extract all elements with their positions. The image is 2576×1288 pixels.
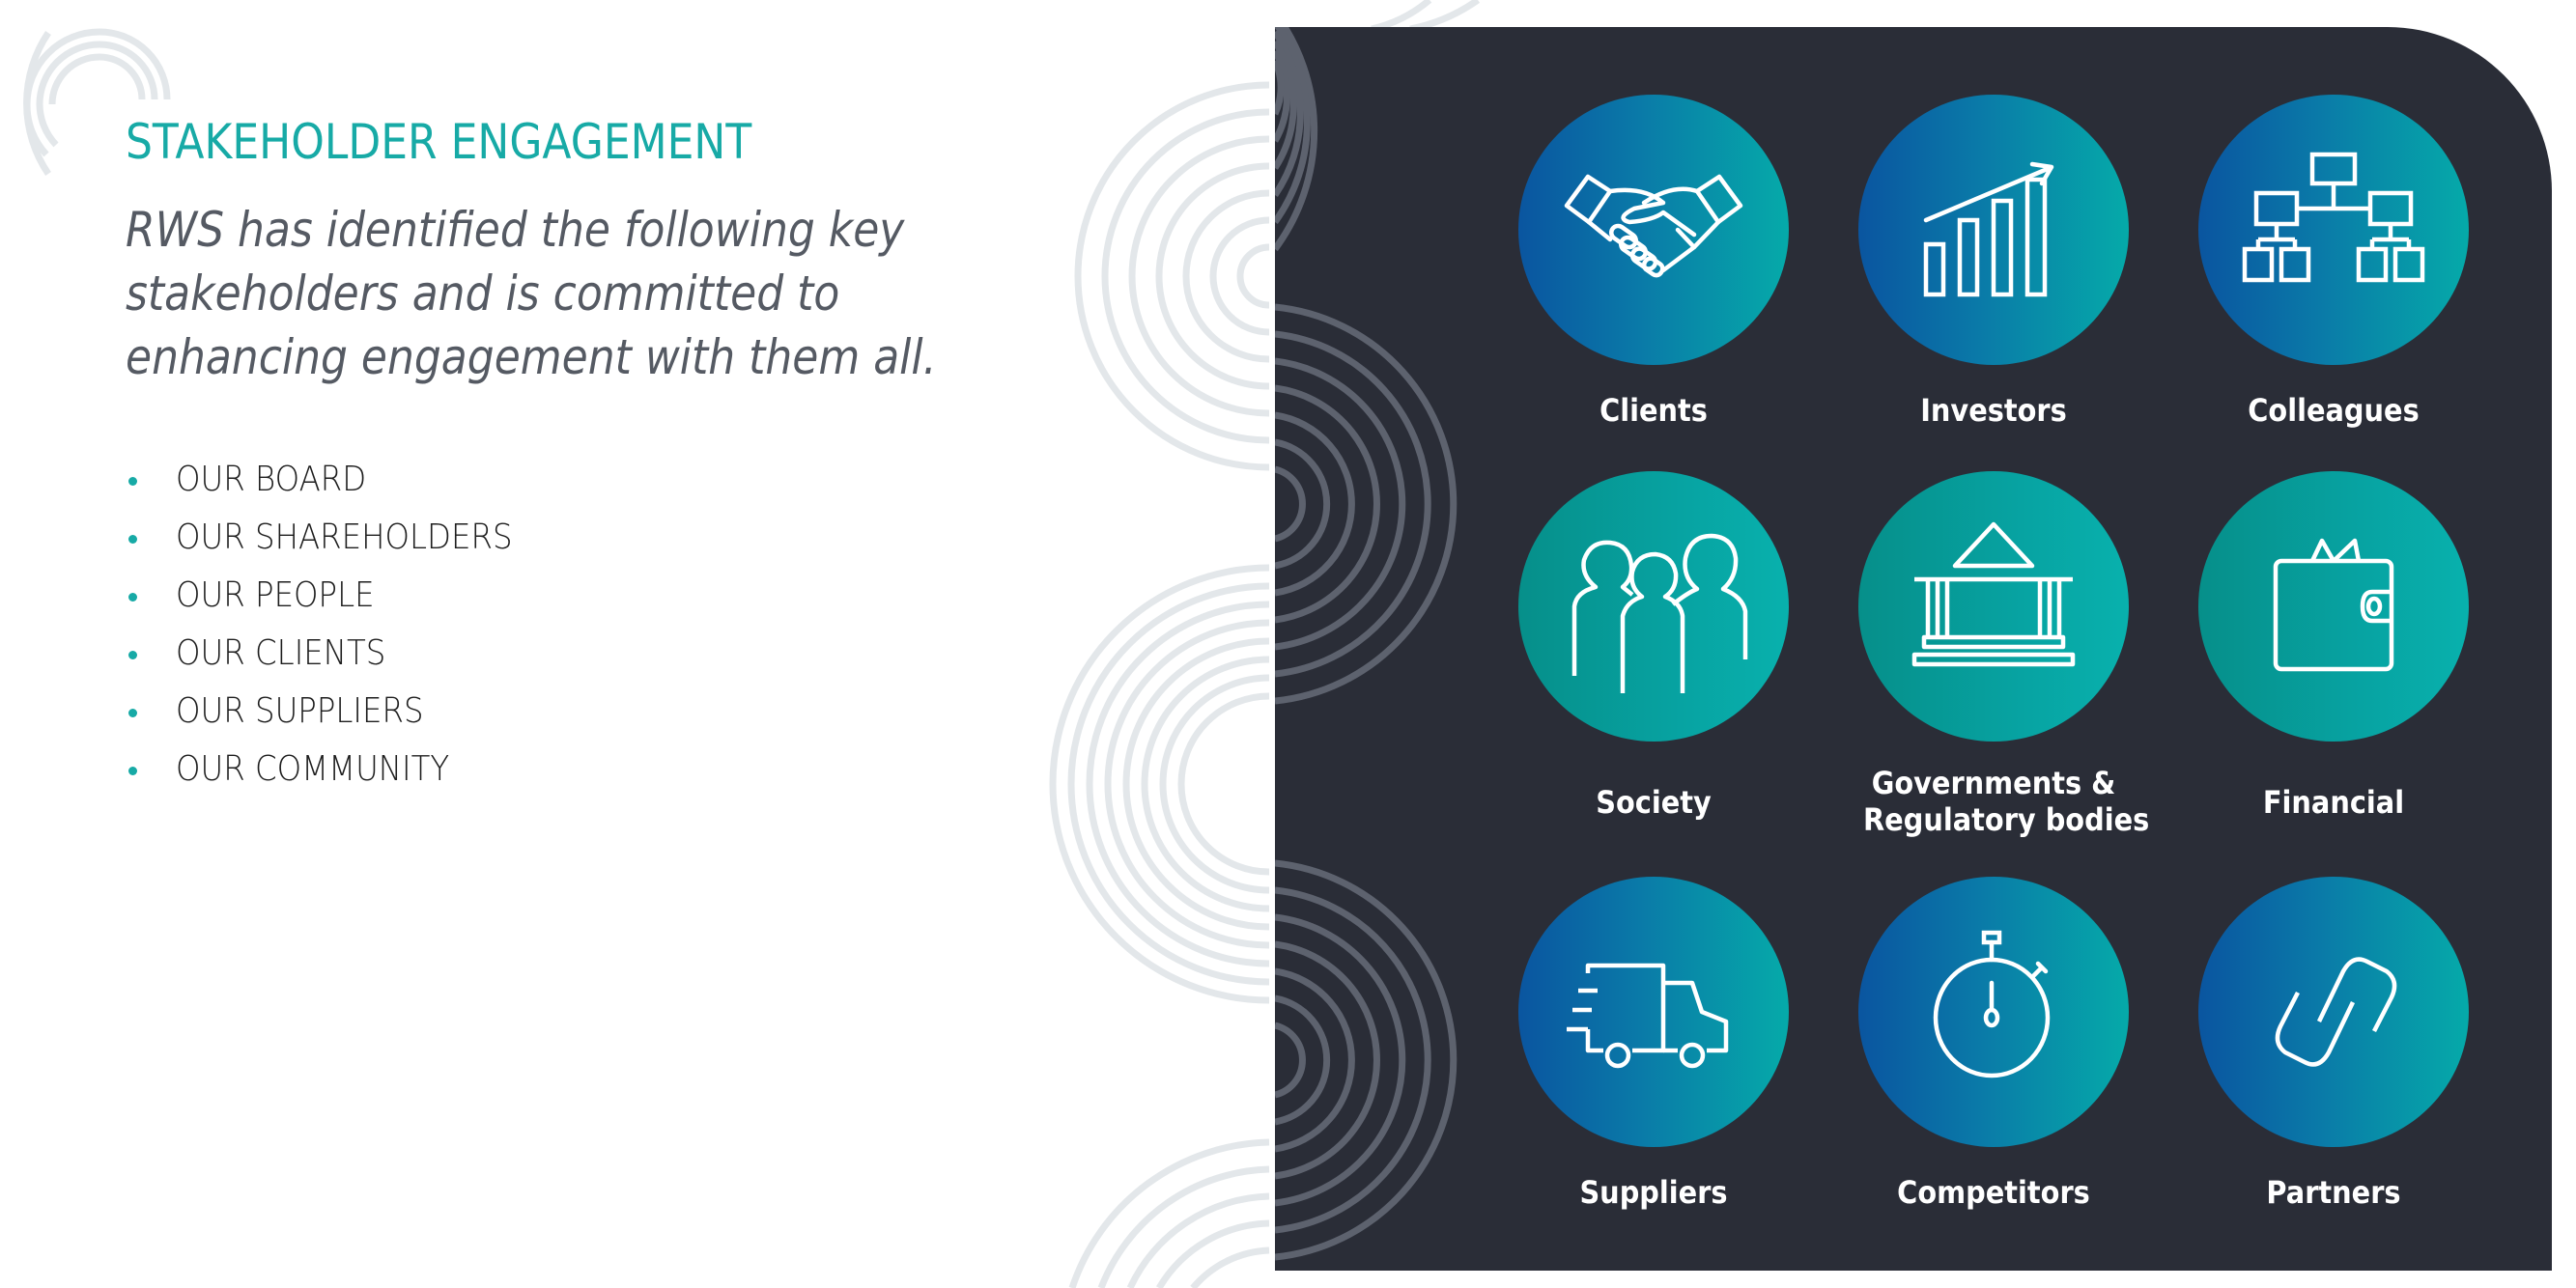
tile-label: Colleagues xyxy=(2248,392,2420,429)
stakeholder-panel: Clients Investors xyxy=(1275,27,2552,1271)
list-item-label: OUR SUPPLIERS xyxy=(176,691,424,731)
tile-label: Partners xyxy=(2266,1174,2401,1211)
bullet-icon xyxy=(128,651,137,659)
page-title: STAKEHOLDER ENGAGEMENT xyxy=(126,114,752,170)
tile-society: Society xyxy=(1509,471,1798,821)
tile-financial: Financial xyxy=(2189,471,2478,821)
tile-competitors: Competitors xyxy=(1849,877,2138,1211)
tile-investors: Investors xyxy=(1849,95,2138,429)
list-item-label: OUR BOARD xyxy=(176,460,367,499)
intro-text: RWS has identified the following key sta… xyxy=(126,202,937,385)
circle xyxy=(2198,471,2469,742)
government-building-icon xyxy=(1911,521,2076,667)
tile-governments: Governments & Regulatory bodies xyxy=(1849,471,2150,838)
tile-label-line1: Governments & xyxy=(1871,765,2116,801)
bullet-icon xyxy=(128,477,137,486)
circle xyxy=(2198,95,2469,365)
list-item-label: OUR SHAREHOLDERS xyxy=(176,518,513,557)
tile-label: Investors xyxy=(1920,392,2067,429)
stopwatch-icon xyxy=(1933,930,2051,1078)
org-chart-icon xyxy=(2242,152,2425,283)
delivery-truck-icon xyxy=(1567,963,1729,1069)
list-item-label: OUR CLIENTS xyxy=(176,633,386,673)
tile-label-line2: Regulatory bodies xyxy=(1863,801,2150,838)
bullet-icon xyxy=(128,593,137,602)
tile-partners: Partners xyxy=(2189,877,2478,1211)
circle xyxy=(1518,95,1789,365)
tile-label: Competitors xyxy=(1897,1174,2090,1211)
circle xyxy=(1858,95,2129,365)
list-item-label: OUR PEOPLE xyxy=(176,575,375,615)
people-group-icon xyxy=(1571,533,1748,693)
tile-label: Society xyxy=(1596,784,1712,821)
tile-label: Suppliers xyxy=(1579,1174,1728,1211)
tile-clients: Clients xyxy=(1509,95,1798,429)
tile-colleagues: Colleagues xyxy=(2189,95,2478,429)
bullet-icon xyxy=(128,767,137,775)
list-item-label: OUR COMMUNITY xyxy=(176,749,450,789)
circle xyxy=(1518,471,1789,742)
bar-chart-growth-icon xyxy=(1923,161,2054,297)
circle xyxy=(1858,877,2129,1147)
decorative-arcs-dark xyxy=(1275,27,1458,1261)
chain-link-icon xyxy=(2275,957,2397,1067)
tile-suppliers: Suppliers xyxy=(1509,877,1798,1211)
bullet-icon xyxy=(128,709,137,717)
circle xyxy=(2198,877,2469,1147)
circle xyxy=(1518,877,1789,1147)
bullet-icon xyxy=(128,535,137,544)
handshake-icon xyxy=(1564,174,1743,278)
tile-label: Financial xyxy=(2262,784,2405,821)
tile-label: Clients xyxy=(1599,392,1708,429)
circle xyxy=(1858,471,2129,742)
wallet-icon xyxy=(2273,538,2394,672)
